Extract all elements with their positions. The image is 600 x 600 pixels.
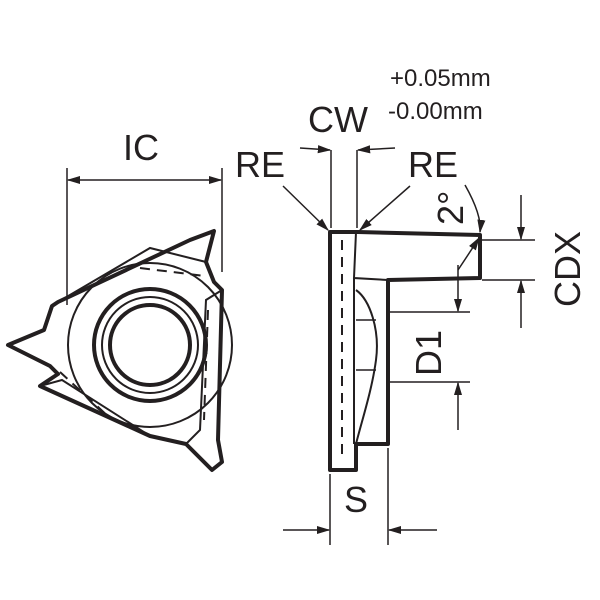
re-right-label: RE [408, 144, 458, 185]
cw-tolerance-minus: -0.00mm [388, 98, 483, 125]
s-label: S [344, 479, 368, 520]
insert-side-view [328, 230, 482, 472]
mounting-hole-outer [92, 287, 208, 403]
angle-label: 2° [430, 191, 471, 225]
clearance-angle: 2° [430, 184, 486, 271]
cdx-dimension: CDX [482, 195, 588, 328]
d1-label: D1 [408, 330, 449, 376]
cw-dimension: CW +0.05mm -0.00mm [299, 65, 491, 228]
corner-radius-callouts: RE RE [235, 144, 458, 231]
insert-face-ring [67, 262, 233, 428]
s-dimension: S [283, 448, 437, 545]
cw-label: CW [308, 99, 368, 140]
insert-top-view [6, 229, 233, 472]
cw-tolerance-plus: +0.05mm [390, 65, 491, 92]
re-left-label: RE [235, 144, 285, 185]
ic-label: IC [123, 127, 159, 168]
ic-dimension: IC [66, 127, 223, 305]
d1-dimension: D1 [390, 265, 470, 430]
mounting-hole-chamfer [101, 296, 199, 394]
mounting-hole [108, 303, 192, 387]
cdx-label: CDX [547, 231, 588, 307]
